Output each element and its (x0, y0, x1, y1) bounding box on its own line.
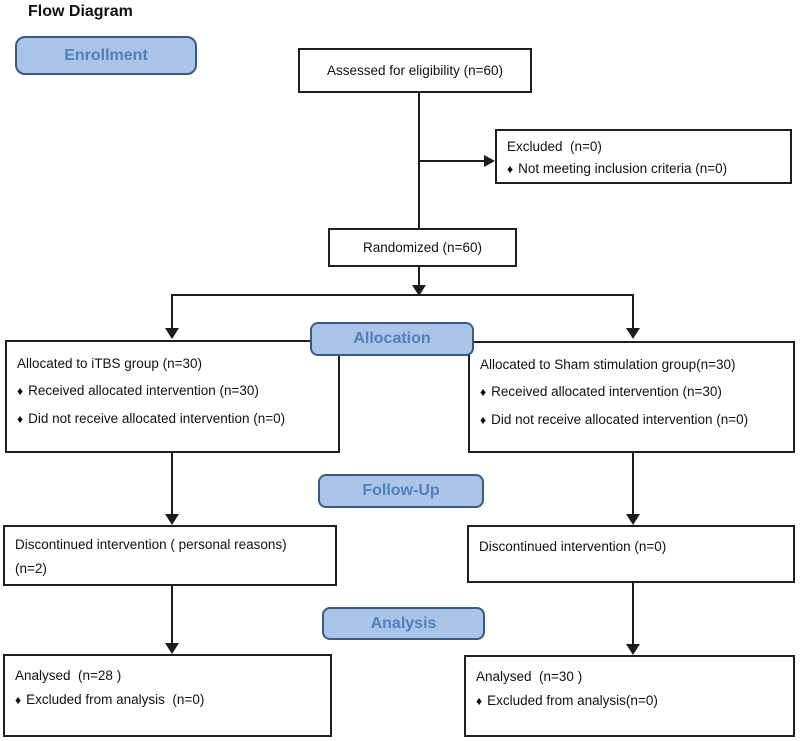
diamond-bullet-icon: ♦ (480, 413, 487, 427)
arrowhead-down-icon (626, 328, 640, 339)
box-bullet: ♦ Received allocated intervention (n=30) (17, 377, 328, 405)
box-bullet: ♦ Did not receive allocated intervention … (17, 405, 328, 433)
diamond-bullet-icon: ♦ (17, 384, 24, 398)
diamond-bullet-icon: ♦ (17, 412, 24, 426)
box-text: Discontinued intervention ( personal rea… (15, 537, 287, 552)
analysed-sham-box: Analysed (n=30 ) ♦ Excluded from analysis… (464, 655, 795, 737)
bullet-text: Did not receive allocated intervention (… (28, 411, 286, 426)
stage-label-enrollment: Enrollment (15, 36, 197, 75)
diamond-bullet-icon: ♦ (15, 693, 22, 707)
connector-randomized-down (418, 267, 420, 286)
box-text: Analysed (n=28 ) (15, 668, 122, 683)
arrowhead-down-icon (165, 328, 179, 339)
connector-branch-horizontal (171, 294, 634, 296)
box-text: Excluded (n=0) (507, 139, 602, 154)
arrowhead-down-icon (165, 514, 179, 525)
allocation-sham-box: Allocated to Sham stimulation group(n=30… (468, 341, 795, 453)
assessed-eligibility-box: Assessed for eligibility (n=60) (298, 48, 532, 93)
page-title: Flow Diagram (28, 3, 133, 20)
box-text: Randomized (n=60) (363, 239, 482, 255)
excluded-box: Excluded (n=0) ♦ Not meeting inclusion cr… (495, 129, 792, 184)
stage-label-follow-up: Follow-Up (318, 474, 484, 508)
box-bullet: ♦ Excluded from analysis (n=0) (15, 688, 320, 712)
box-bullet: ♦ Did not receive allocated intervention … (480, 406, 783, 434)
arrowhead-down-icon (412, 285, 426, 296)
arrowhead-down-icon (626, 644, 640, 655)
stage-label-allocation: Allocation (310, 322, 474, 356)
analysed-itbs-box: Analysed (n=28 ) ♦ Excluded from analysis… (3, 654, 332, 737)
arrowhead-down-icon (165, 643, 179, 654)
randomized-box: Randomized (n=60) (328, 228, 517, 267)
arrowhead-right-icon (484, 155, 495, 167)
box-text: Allocated to iTBS group (n=30) (17, 356, 202, 371)
stage-label-analysis: Analysis (322, 607, 485, 640)
bullet-text: Excluded from analysis(n=0) (487, 693, 658, 708)
box-bullet: ♦ Excluded from analysis(n=0) (476, 689, 783, 713)
discontinued-itbs-box: Discontinued intervention ( personal rea… (3, 525, 337, 586)
diamond-bullet-icon: ♦ (476, 694, 483, 708)
box-text: Discontinued intervention (n=0) (479, 539, 667, 554)
box-text: Assessed for eligibility (n=60) (327, 62, 503, 78)
diamond-bullet-icon: ♦ (507, 162, 514, 176)
bullet-text: Not meeting inclusion criteria (n=0) (518, 161, 728, 176)
connector-to-excluded (419, 160, 485, 162)
diamond-bullet-icon: ♦ (480, 385, 487, 399)
connector-branch-right-drop (632, 294, 634, 328)
box-text: Analysed (n=30 ) (476, 669, 583, 684)
discontinued-sham-box: Discontinued intervention (n=0) (467, 525, 795, 583)
connector-alloc-right-to-followup (632, 453, 634, 514)
allocation-itbs-box: Allocated to iTBS group (n=30) ♦ Received… (5, 340, 340, 453)
connector-alloc-left-to-followup (171, 453, 173, 514)
connector-branch-left-drop (171, 294, 173, 328)
box-text: (n=2) (15, 561, 47, 576)
bullet-text: Received allocated intervention (n=30) (491, 384, 722, 399)
bullet-text: Did not receive allocated intervention (… (491, 412, 749, 427)
connector-followup-right-to-analysis (632, 583, 634, 644)
connector-followup-left-to-analysis (171, 586, 173, 643)
box-bullet: ♦ Received allocated intervention (n=30) (480, 378, 783, 406)
box-bullet: ♦ Not meeting inclusion criteria (n=0) (507, 158, 780, 180)
arrowhead-down-icon (626, 514, 640, 525)
bullet-text: Received allocated intervention (n=30) (28, 383, 259, 398)
box-text: Allocated to Sham stimulation group(n=30… (480, 357, 736, 372)
bullet-text: Excluded from analysis (n=0) (26, 692, 205, 707)
